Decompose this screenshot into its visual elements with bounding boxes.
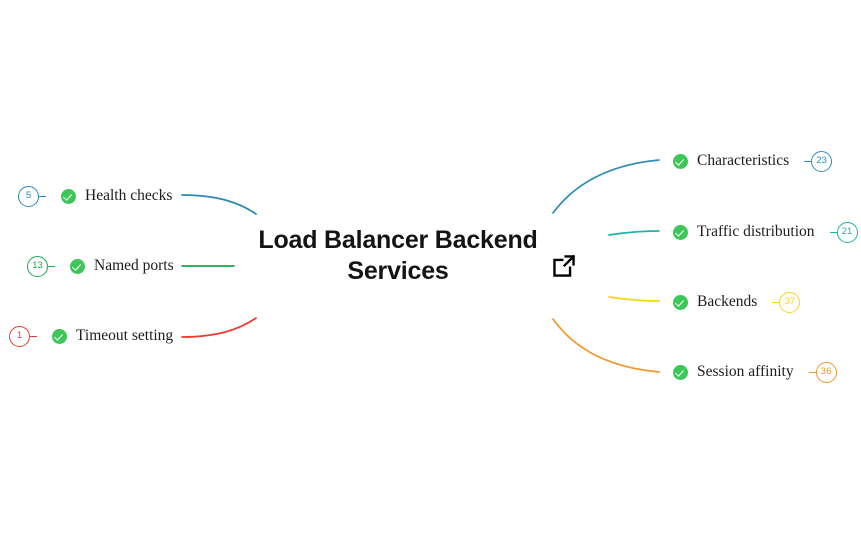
branch-label-characteristics[interactable]: Characteristics: [697, 152, 790, 169]
connector-timeout-setting: [181, 317, 257, 338]
check-circle-icon: [673, 153, 688, 169]
badge-group-session-affinity: 36: [808, 361, 837, 383]
branch-label-traffic-distribution[interactable]: Traffic distribution: [697, 223, 815, 240]
badge-stub-named-ports: [48, 265, 55, 267]
branch-label-backends[interactable]: Backends: [697, 293, 758, 310]
badge-stub-traffic-distribution: [829, 231, 837, 233]
badge-stub-characteristics: [804, 160, 812, 162]
branch-label-timeout-setting[interactable]: Timeout setting: [76, 327, 174, 344]
check-circle-icon: [70, 258, 85, 274]
badge-stub-health-checks: [39, 195, 46, 197]
connector-session-affinity: [552, 318, 660, 373]
branch-label-named-ports[interactable]: Named ports: [94, 257, 174, 274]
branch-health-checks[interactable]: 5 Health checks: [18, 185, 172, 207]
badge-group-timeout-setting: 1: [9, 325, 37, 347]
badge-stub-backends: [772, 301, 780, 303]
branch-label-session-affinity[interactable]: Session affinity: [697, 363, 794, 380]
connector-health-checks: [181, 194, 257, 215]
badge-health-checks[interactable]: 5: [18, 185, 39, 207]
check-circle-icon: [673, 294, 688, 310]
badge-characteristics[interactable]: 23: [811, 150, 833, 172]
connector-characteristics: [552, 159, 660, 214]
badge-group-health-checks: 5: [18, 185, 46, 207]
check-circle-icon: [673, 364, 688, 380]
badge-traffic-distribution[interactable]: 21: [836, 221, 858, 243]
badge-named-ports[interactable]: 13: [27, 255, 48, 277]
branch-named-ports[interactable]: 13 Named ports: [27, 255, 174, 277]
badge-timeout-setting[interactable]: 1: [9, 325, 30, 347]
badge-group-characteristics: 23: [804, 150, 833, 172]
branch-traffic-distribution[interactable]: Traffic distribution 21: [673, 221, 858, 243]
center-topic-title[interactable]: Load Balancer Backend Services: [258, 226, 538, 285]
branch-characteristics[interactable]: Characteristics 23: [673, 150, 833, 172]
branch-timeout-setting[interactable]: 1 Timeout setting: [9, 325, 173, 347]
check-circle-icon: [52, 328, 67, 344]
badge-group-traffic-distribution: 21: [829, 221, 858, 243]
badge-session-affinity[interactable]: 36: [815, 361, 837, 383]
branch-backends[interactable]: Backends 37: [673, 291, 801, 313]
branch-label-health-checks[interactable]: Health checks: [85, 187, 173, 204]
check-circle-icon: [673, 224, 688, 240]
external-link-icon[interactable]: [551, 253, 577, 279]
connector-traffic-distribution: [608, 230, 660, 236]
check-circle-icon: [61, 188, 76, 204]
badge-group-named-ports: 13: [27, 255, 55, 277]
badge-backends[interactable]: 37: [779, 291, 801, 313]
branch-session-affinity[interactable]: Session affinity 36: [673, 361, 837, 383]
badge-stub-timeout-setting: [30, 335, 37, 337]
connector-backends: [608, 296, 660, 302]
badge-group-backends: 37: [772, 291, 801, 313]
badge-stub-session-affinity: [808, 371, 816, 373]
